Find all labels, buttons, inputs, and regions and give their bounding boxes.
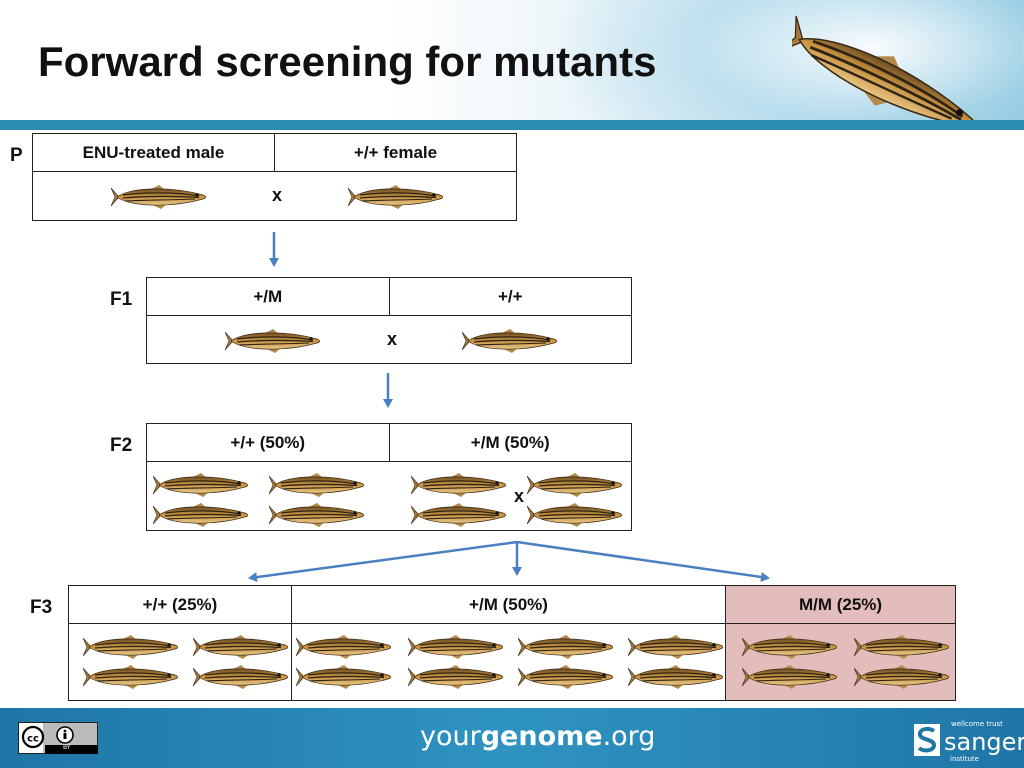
fish-icon (628, 634, 724, 660)
sanger-logo-sub: institute (950, 755, 979, 763)
footer-bar: cc BY yourgenome.org wellcome trust sang… (0, 708, 1024, 768)
site-name-prefix: your (420, 721, 481, 752)
f3-cross-table: +/+ (25%) +/M (50%) M/M (25%) (68, 585, 956, 701)
cross-mark: x (387, 329, 398, 349)
fish-icon (296, 664, 392, 690)
f1-right-header: +/+ (388, 277, 632, 316)
f3-left-header: +/+ (25%) (68, 585, 292, 624)
p-fish-cell: x (32, 171, 517, 221)
fish-icon (269, 472, 365, 498)
fish-icon (408, 634, 504, 660)
f3-mutant-fish-cell (725, 623, 956, 701)
p-left-header: ENU-treated male (32, 133, 275, 172)
arrow-f2-to-f3-right (516, 540, 770, 582)
p-cross-table: ENU-treated male +/+ female x (32, 133, 517, 221)
fish-icon (628, 664, 724, 690)
fish-icon (527, 472, 623, 498)
f1-left-header: +/M (146, 277, 390, 316)
fish-icon (83, 664, 179, 690)
fish-icon (153, 502, 249, 528)
arrow-f2-to-f3-left (248, 540, 518, 583)
cc-by-license-badge[interactable]: cc BY (18, 722, 98, 754)
fish-icon (83, 634, 179, 660)
sanger-logo[interactable]: wellcome trust sanger institute (914, 720, 1024, 763)
fish-icon (527, 502, 623, 528)
cc-by-icon: cc (19, 723, 98, 754)
fish-icon (111, 184, 207, 210)
generation-label-f1: F1 (110, 289, 133, 310)
fish-icon (518, 634, 614, 660)
fish-icon (348, 184, 444, 210)
f3-mid-fish-cell (291, 623, 726, 701)
fish-icon (462, 328, 558, 354)
fish-icon (518, 664, 614, 690)
fish-icon (411, 472, 507, 498)
site-name-bold: genome (480, 721, 603, 752)
fish-icon (854, 634, 950, 660)
fish-icon (411, 502, 507, 528)
f2-right-header: +/M (50%) (388, 423, 632, 462)
f1-fish-cell: x (146, 315, 632, 364)
fish-icon (193, 664, 289, 690)
fish-icon (742, 664, 838, 690)
header-accent-bar (0, 120, 1024, 130)
generation-label-f2: F2 (110, 435, 133, 456)
generation-label-p: P (10, 145, 23, 166)
p-right-header: +/+ female (274, 133, 517, 172)
fish-icon (153, 472, 249, 498)
site-name-suffix: .org (602, 721, 656, 752)
fish-icon (193, 634, 289, 660)
fish-icon (296, 634, 392, 660)
cross-mark: x (272, 185, 283, 205)
f2-cross-table: +/+ (50%) +/M (50%) x (146, 423, 632, 531)
header-banner (0, 0, 1024, 120)
page-title: Forward screening for mutants (38, 38, 657, 85)
cross-mark: x (514, 486, 525, 506)
site-name[interactable]: yourgenome.org (420, 721, 655, 752)
fish-icon (269, 502, 365, 528)
cc-by-label: BY (63, 744, 71, 751)
f2-left-header: +/+ (50%) (146, 423, 390, 462)
sanger-logo-text: sanger (944, 728, 1024, 756)
f3-right-header: M/M (25%) (725, 585, 956, 624)
fish-icon (854, 664, 950, 690)
sanger-logo-small: wellcome trust (951, 720, 1003, 728)
fish-icon (408, 664, 504, 690)
svg-text:cc: cc (27, 734, 39, 745)
fish-icon (742, 634, 838, 660)
f2-fish-cell: x (146, 461, 632, 531)
zebrafish-photo (792, 8, 988, 120)
sanger-s-icon (914, 724, 940, 756)
f3-left-fish-cell (68, 623, 292, 701)
generation-label-f3: F3 (30, 597, 53, 618)
f1-cross-table: +/M +/+ x (146, 277, 632, 364)
f3-mid-header: +/M (50%) (291, 585, 726, 624)
fish-icon (225, 328, 321, 354)
